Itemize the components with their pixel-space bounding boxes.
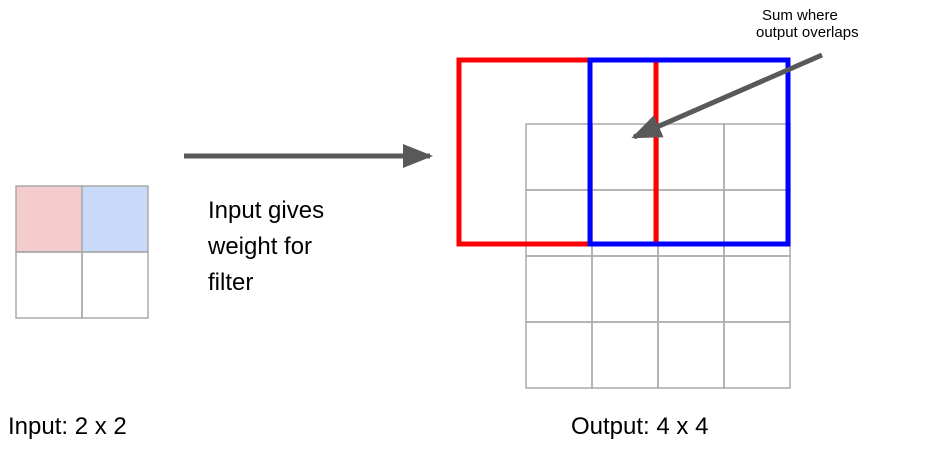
output-grid-cell xyxy=(657,321,725,389)
output-grid-cell xyxy=(525,123,593,191)
output-grid-cell xyxy=(657,255,725,323)
input-grid-cell xyxy=(15,185,83,253)
weight-annotation-line2: weight for xyxy=(208,233,313,260)
output-grid-cell xyxy=(591,123,659,191)
overlap-pointer-arrow xyxy=(631,52,823,140)
weight-annotation-line1: Input gives xyxy=(208,197,325,224)
output-grid-cell xyxy=(591,321,659,389)
weight-annotation-line3: filter xyxy=(208,269,254,296)
input-grid-cell xyxy=(81,251,149,319)
output-grid-cell xyxy=(525,321,593,389)
output-grid-cell xyxy=(525,255,593,323)
sum-annotation-line2: output overlaps xyxy=(756,24,859,41)
output-grid-cell xyxy=(723,123,791,191)
input-size-label: Input: 2 x 2 xyxy=(8,413,127,440)
red-filter-box xyxy=(456,57,659,247)
output-grid-cell xyxy=(591,255,659,323)
output-grid-cell xyxy=(723,255,791,323)
output-grid xyxy=(525,123,791,389)
output-grid-cell xyxy=(657,123,725,191)
output-grid-cell xyxy=(723,321,791,389)
input-grid-cell xyxy=(15,251,83,319)
input-grid-cell xyxy=(81,185,149,253)
input-grid xyxy=(15,185,149,319)
blue-filter-box xyxy=(587,57,791,247)
output-size-label: Output: 4 x 4 xyxy=(571,413,709,440)
sum-annotation-line1: Sum where xyxy=(762,7,838,24)
